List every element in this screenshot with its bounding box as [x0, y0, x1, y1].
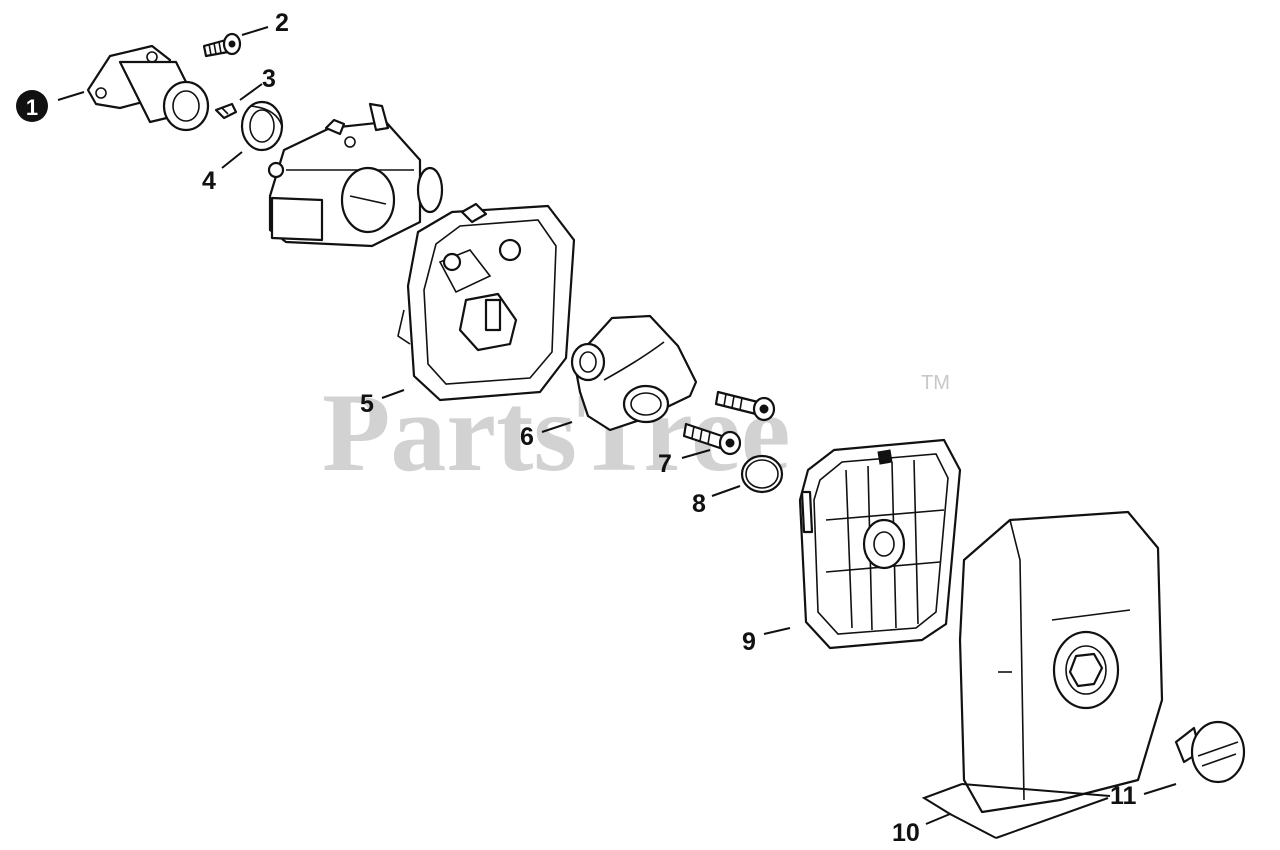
- callout-8: 8: [692, 490, 706, 518]
- part-3-clip[interactable]: [214, 102, 238, 120]
- part-5-air-box[interactable]: [397, 202, 576, 402]
- leader-lines: [57, 26, 1177, 839]
- callout-4: 4: [202, 167, 216, 195]
- callout-7: 7: [658, 450, 672, 478]
- part-4-ring[interactable]: [240, 100, 284, 152]
- callout-1: 1: [16, 90, 48, 122]
- callout-10: 10: [892, 819, 920, 847]
- callout-1-label: 1: [26, 95, 38, 120]
- part-10-filter-cover[interactable]: [958, 510, 1164, 814]
- callout-6: 6: [520, 423, 534, 451]
- callout-3: 3: [262, 65, 276, 93]
- watermark-tm: TM: [921, 372, 950, 394]
- callout-2: 2: [275, 9, 289, 37]
- carburetor[interactable]: [267, 102, 444, 248]
- part-1-intake-manifold[interactable]: [86, 44, 210, 132]
- callout-9: 9: [742, 628, 756, 656]
- part-9-filter-plate[interactable]: [798, 438, 962, 650]
- part-7-bolts[interactable]: [682, 390, 776, 456]
- callout-5: 5: [360, 390, 374, 418]
- part-11-knob[interactable]: [1174, 720, 1246, 784]
- part-6-adapter[interactable]: [570, 314, 698, 432]
- part-2-screw[interactable]: [202, 32, 242, 58]
- callout-11: 11: [1110, 782, 1137, 810]
- part-8-o-ring[interactable]: [740, 454, 784, 494]
- watermark-text: PartsTree: [322, 371, 791, 495]
